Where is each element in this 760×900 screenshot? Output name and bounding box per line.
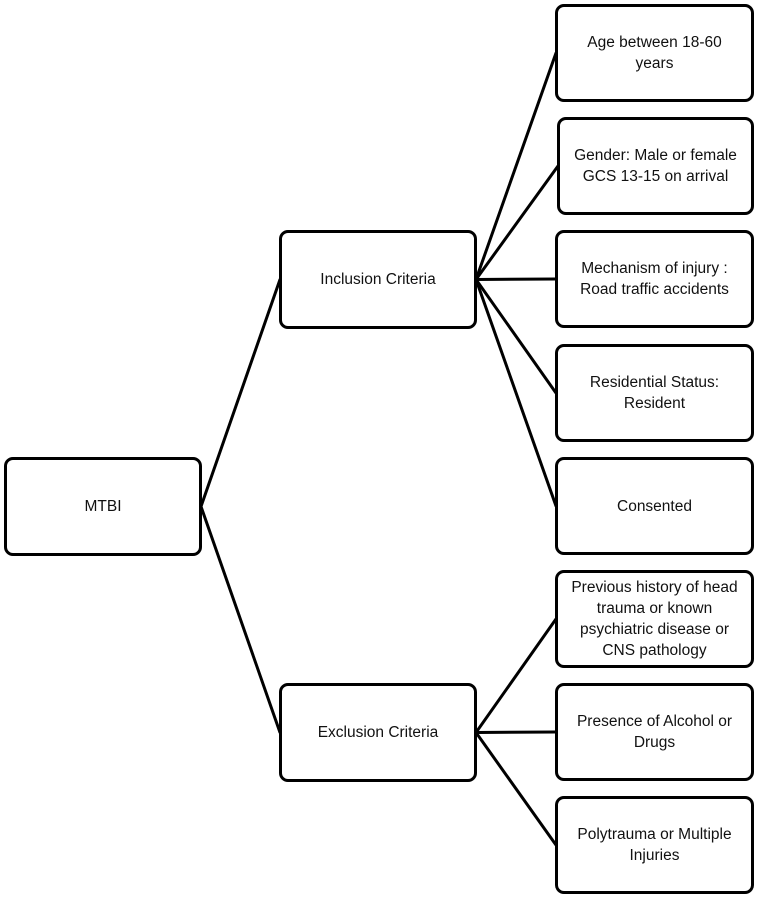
criterion-node-residential-status: Residential Status: Resident [555, 344, 754, 442]
connector-inclusion-to-criterion [474, 164, 560, 281]
branch-node-exclusion-criteria: Exclusion Criteria [279, 683, 477, 782]
connector-inclusion-to-criterion [474, 51, 558, 281]
criterion-label: Consented [617, 497, 692, 515]
criterion-node-previous-history: Previous history of head trauma or known… [555, 570, 754, 668]
criterion-node-mechanism-of-injury: Mechanism of injury : Road traffic accid… [555, 230, 754, 328]
root-node-mtbi: MTBI [4, 457, 202, 556]
connector-exclusion-to-criterion [474, 730, 558, 734]
criterion-node-consented: Consented [555, 457, 754, 555]
root-node-label: MTBI [84, 498, 122, 515]
connector-root-to-inclusion [199, 278, 282, 508]
criterion-label: Residential Status: Resident [589, 374, 720, 412]
criterion-label: Age between 18-60 years [587, 34, 722, 72]
criterion-label: Mechanism of injury : Road traffic accid… [580, 260, 729, 298]
criterion-node-polytrauma: Polytrauma or Multiple Injuries [555, 796, 754, 894]
criterion-label: Polytrauma or Multiple Injuries [577, 826, 732, 864]
branch-node-label: Exclusion Criteria [317, 724, 439, 741]
criterion-node-alcohol-or-drugs: Presence of Alcohol or Drugs [555, 683, 754, 781]
criterion-node-gender-gcs: Gender: Male or female GCS 13-15 on arri… [557, 117, 754, 215]
branch-node-label: Inclusion Criteria [320, 271, 436, 288]
connector-exclusion-to-criterion [474, 617, 558, 734]
connector-inclusion-to-criterion [474, 278, 558, 395]
criterion-label: Previous history of head trauma or known… [571, 579, 738, 659]
connector-inclusion-to-criterion [474, 277, 558, 281]
criterion-label: Presence of Alcohol or Drugs [576, 713, 733, 751]
criterion-node-age: Age between 18-60 years [555, 4, 754, 102]
connector-inclusion-to-criterion [474, 278, 558, 508]
criterion-label: Gender: Male or female GCS 13-15 on arri… [574, 147, 737, 185]
connector-root-to-exclusion [199, 505, 282, 734]
branch-node-inclusion-criteria: Inclusion Criteria [279, 230, 477, 329]
connector-exclusion-to-criterion [474, 731, 558, 847]
